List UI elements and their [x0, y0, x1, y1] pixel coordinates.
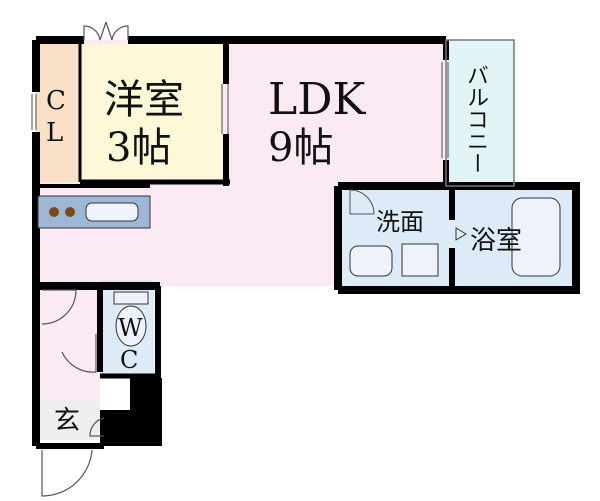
- bathroom-label: 浴室: [470, 226, 523, 256]
- interior-doors: [41, 289, 105, 497]
- balcony-label: バルコニー: [463, 64, 488, 174]
- stove-burner-icon: [65, 207, 75, 217]
- ldk-size: 9帖: [268, 125, 334, 171]
- western-room-floor: [80, 44, 222, 182]
- toilet-label-c: C: [120, 346, 139, 374]
- balcony-floor: [446, 40, 514, 186]
- balcony-rail: [445, 39, 515, 187]
- entrance-label: 玄: [54, 406, 81, 436]
- step-arrow-icon: [455, 227, 467, 241]
- entrance-floor: [40, 398, 98, 440]
- closet-floor: [36, 44, 80, 182]
- structural-column: [130, 378, 162, 446]
- washbasin-icon: [349, 245, 393, 277]
- windows: [31, 62, 449, 158]
- toilet-icon: [113, 291, 149, 347]
- sink-icon: [85, 202, 139, 222]
- western-room-size: 3帖: [106, 125, 172, 171]
- closet-label-c: C: [46, 86, 66, 116]
- toilet-label-w: W: [118, 314, 143, 342]
- western-room-name: 洋室: [104, 77, 184, 123]
- washing-machine-icon: [401, 243, 439, 277]
- top-doors: [83, 21, 129, 41]
- wall-block: [100, 410, 130, 446]
- stove-burner-icon: [49, 207, 59, 217]
- bathtub-icon: [511, 197, 561, 277]
- kitchen-counter: [37, 195, 151, 229]
- ldk-name: LDK: [268, 74, 366, 125]
- washroom-fixtures: [349, 189, 439, 277]
- closet-label-l: L: [46, 118, 64, 148]
- washroom-label: 洗面: [376, 208, 424, 236]
